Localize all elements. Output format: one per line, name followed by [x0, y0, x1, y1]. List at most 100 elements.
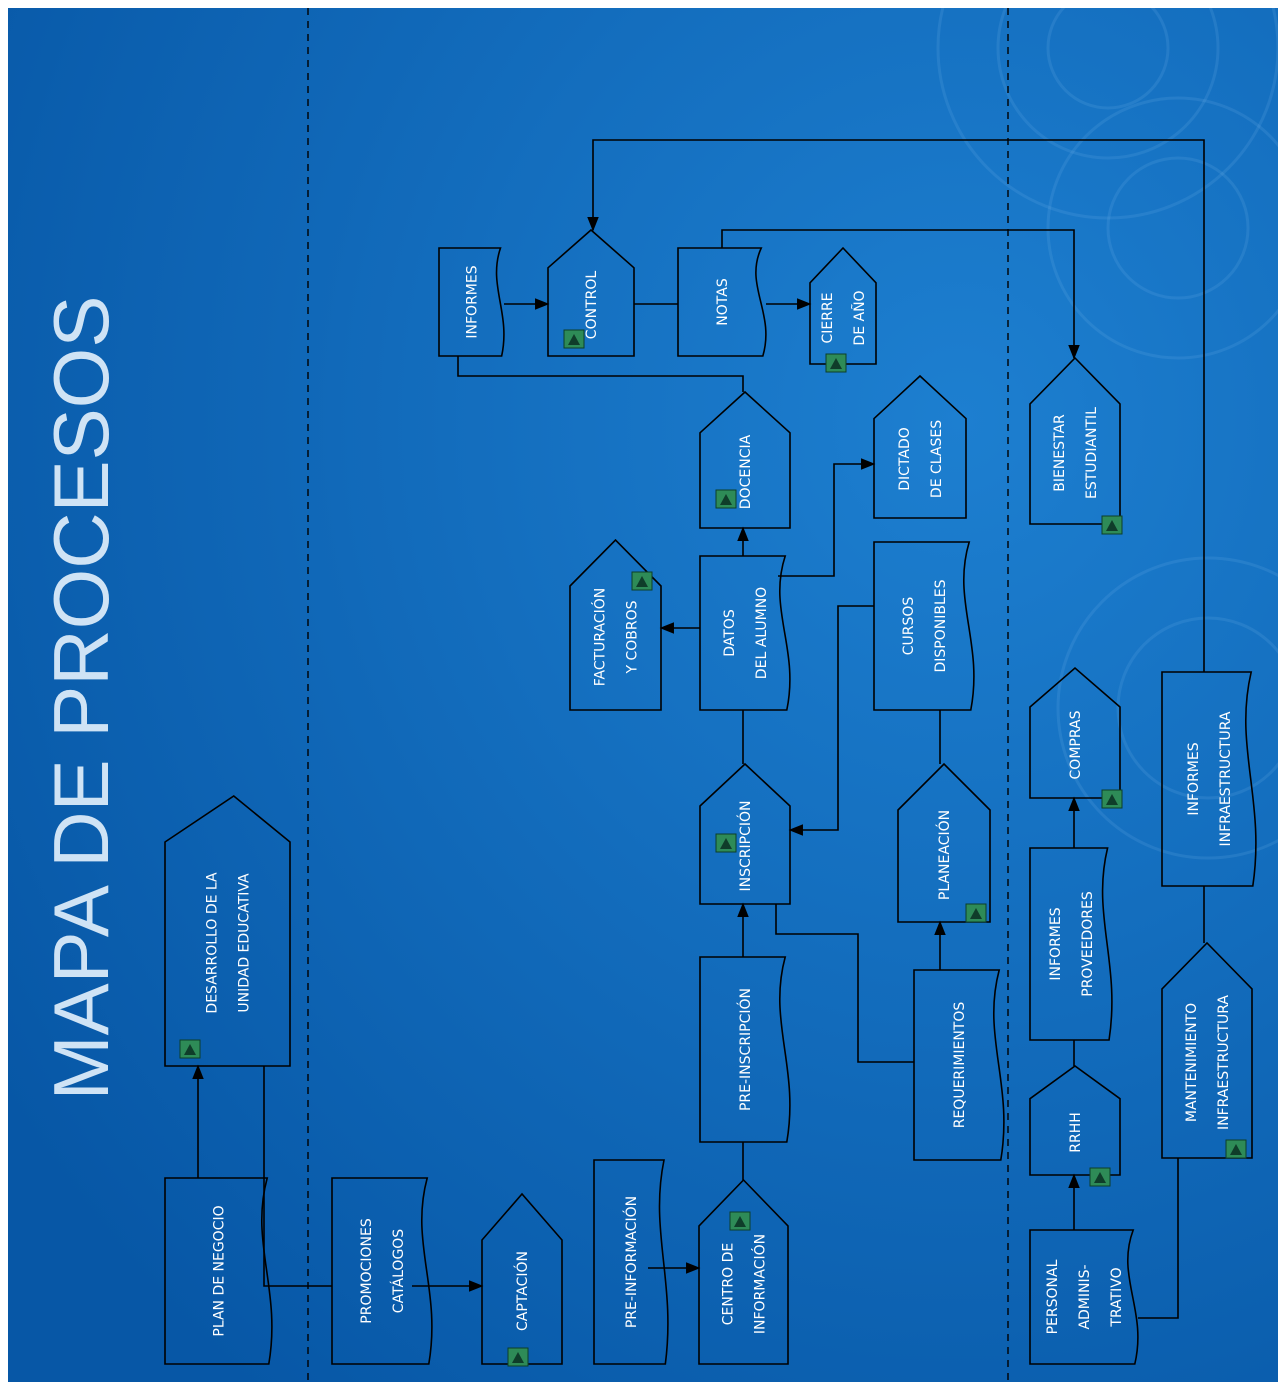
process-shape	[547, 228, 635, 357]
process-label: COMPRAS	[1068, 710, 1084, 779]
triangle-icon	[1106, 520, 1118, 531]
process-label: DOCENCIA	[738, 434, 754, 509]
process-map-canvas: MAPA DE PROCESOS PLAN DE NEGOCIO DESARROL…	[8, 8, 1278, 1382]
process-label: DEL ALUMNO	[754, 587, 770, 679]
process-label: BIENESTAR	[1052, 414, 1068, 492]
process-shape	[164, 1177, 273, 1365]
process-label: PRE-INSCRIPCIÓN	[736, 988, 754, 1111]
triangle-icon	[568, 334, 580, 345]
process-node-planeacion: PLANEACIÓN	[897, 762, 991, 923]
process-label: INFORMES	[465, 265, 481, 338]
process-shape	[699, 956, 791, 1143]
background	[8, 8, 1278, 1382]
process-node-rrhh: RRHH	[1029, 1065, 1121, 1187]
process-label: DICTADO	[897, 427, 913, 491]
process-label: DE CLASES	[929, 420, 945, 498]
process-label: DATOS	[722, 609, 738, 657]
process-shape	[1029, 847, 1113, 1041]
process-node-bienestar: BIENESTAR ESTUDIANTIL	[1029, 356, 1123, 535]
process-shape	[1029, 1229, 1139, 1365]
process-label: PRE-INFORMACIÓN	[622, 1196, 640, 1328]
process-label: CURSOS	[901, 597, 917, 656]
process-node-pre-inscripcion: PRE-INSCRIPCIÓN	[699, 956, 791, 1143]
process-label: PROVEEDORES	[1080, 891, 1096, 997]
process-label: CIERRE	[820, 292, 836, 343]
process-label: INFRAESTRUCTURA	[1218, 711, 1234, 846]
process-shape	[873, 541, 975, 711]
connector-informes-infra-to-control	[587, 139, 1205, 672]
process-node-mantenimiento: MANTENIMIENTO INFRAESTRUCTURA	[1161, 941, 1253, 1159]
process-label: REQUERIMIENTOS	[952, 1002, 968, 1129]
triangle-icon	[636, 576, 648, 587]
process-label: RRHH	[1068, 1112, 1084, 1153]
process-node-cierre: CIERRE DE AÑO	[809, 246, 877, 373]
connector-personal-to-mantenimiento	[1138, 1158, 1179, 1319]
process-shape	[438, 247, 505, 357]
process-node-centro-info: CENTRO DE INFORMACIÓN	[698, 1178, 789, 1365]
process-node-plan-negocio: PLAN DE NEGOCIO	[164, 1177, 273, 1365]
process-node-captacion: CAPTACIÓN	[481, 1192, 563, 1367]
process-shape	[699, 390, 791, 529]
process-node-personal: PERSONAL ADMINIS- TRATIVO	[1029, 1229, 1139, 1365]
process-shape	[1161, 671, 1257, 887]
process-shape	[481, 1192, 563, 1365]
triangle-icon	[720, 838, 732, 849]
process-label: MANTENIMIENTO	[1184, 1003, 1200, 1122]
connector-inscripcion-to-requerimientos	[775, 904, 914, 1063]
process-label: PERSONAL	[1045, 1259, 1061, 1334]
process-label: INFORMACIÓN	[751, 1234, 769, 1334]
process-node-compras: COMPRAS	[1029, 666, 1123, 809]
process-shape	[698, 1178, 789, 1365]
process-label: ADMINIS-	[1077, 1264, 1093, 1329]
triangle-icon	[970, 908, 982, 919]
process-label: ESTUDIANTIL	[1084, 407, 1100, 499]
process-shape	[331, 1177, 433, 1365]
process-shape	[809, 246, 877, 365]
process-label: NOTAS	[715, 278, 731, 326]
process-shape	[699, 762, 791, 905]
process-node-pre-informacion: PRE-INFORMACIÓN	[593, 1159, 669, 1365]
process-label: UNIDAD EDUCATIVA	[237, 873, 253, 1013]
connectors	[192, 139, 1205, 1319]
triangle-icon	[512, 1352, 524, 1363]
process-node-notas: NOTAS	[677, 247, 767, 357]
process-node-facturacion: FACTURACIÓN Y COBROS	[569, 538, 662, 711]
connector-notas-to-bienestar	[721, 229, 1080, 360]
triangle-icon	[1094, 1172, 1106, 1183]
triangle-icon	[184, 1044, 196, 1055]
process-label: PROMOCIONES	[359, 1218, 375, 1324]
process-label: TRATIVO	[1109, 1267, 1125, 1327]
process-label: PLANEACIÓN	[935, 810, 953, 900]
process-shape	[569, 538, 662, 711]
process-label: CENTRO DE	[721, 1243, 737, 1325]
process-label: DESARROLLO DE LA	[205, 872, 221, 1014]
background-ripples	[936, 8, 1278, 860]
process-label: INFORMES	[1186, 742, 1202, 815]
process-label: DISPONIBLES	[933, 579, 949, 672]
process-nodes: PLAN DE NEGOCIO DESARROLLO DE LA UNIDAD ED…	[164, 228, 1257, 1367]
process-node-informes-infra: INFORMES INFRAESTRUCTURA	[1161, 671, 1257, 887]
process-node-requerimientos: REQUERIMIENTOS	[913, 969, 1005, 1161]
process-node-informes: INFORMES	[438, 247, 505, 357]
triangle-icon	[1106, 794, 1118, 805]
triangle-icon	[734, 1216, 746, 1227]
connector-cursos-to-inscripcion	[788, 605, 874, 836]
triangle-icon	[1230, 1144, 1242, 1155]
page-title: MAPA DE PROCESOS	[37, 296, 125, 1101]
triangle-icon	[720, 494, 732, 505]
process-shape	[593, 1159, 669, 1365]
process-node-datos-alumno: DATOS DEL ALUMNO	[699, 555, 791, 711]
connector-datos-to-dictado	[778, 458, 876, 577]
process-shape	[699, 555, 791, 711]
process-node-docencia: DOCENCIA	[699, 390, 791, 529]
process-shape	[873, 374, 967, 519]
process-node-inscripcion: INSCRIPCIÓN	[699, 762, 791, 905]
process-label: DE AÑO	[851, 290, 868, 345]
process-label: Y COBROS	[625, 600, 641, 674]
process-label: FACTURACIÓN	[591, 588, 609, 687]
process-label: INFRAESTRUCTURA	[1216, 995, 1232, 1130]
process-shape	[913, 969, 1005, 1161]
process-shape	[164, 795, 291, 1067]
